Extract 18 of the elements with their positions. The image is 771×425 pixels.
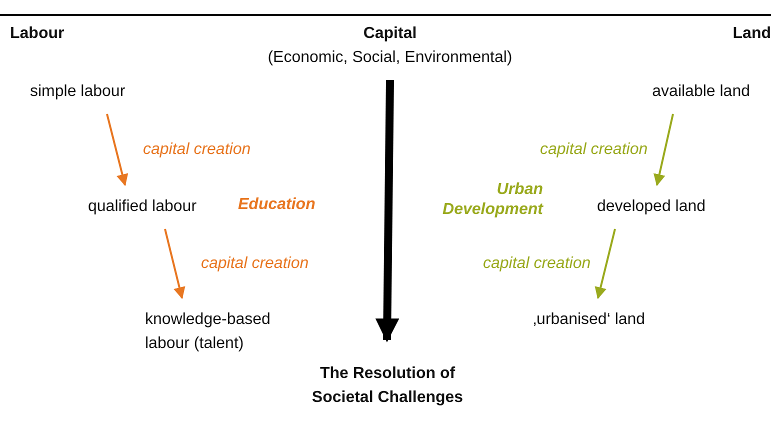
stage-text: simple labour [30,82,126,102]
arrow [654,114,674,186]
arrow [375,80,400,342]
stage-text: knowledge-based labour (talent) [145,310,272,354]
column-heading: Land [732,24,771,44]
stage-text: qualified labour [88,197,198,217]
column-heading: Labour [10,24,66,44]
arrow [106,114,128,186]
subtitle-text: (Economic, Social, Environmental) [266,48,514,68]
stage-text: available land [651,82,750,102]
domain-label: Urban Development [442,180,543,220]
arrow [164,228,186,300]
column-heading: Capital [362,24,418,44]
stage-text: developed land [597,197,707,217]
arrow [594,228,616,300]
stage-text: ‚urbanised‘ land [533,310,646,330]
domain-label: Education [238,195,316,215]
outcome-text: The Resolution of Societal Challenges [310,364,464,408]
